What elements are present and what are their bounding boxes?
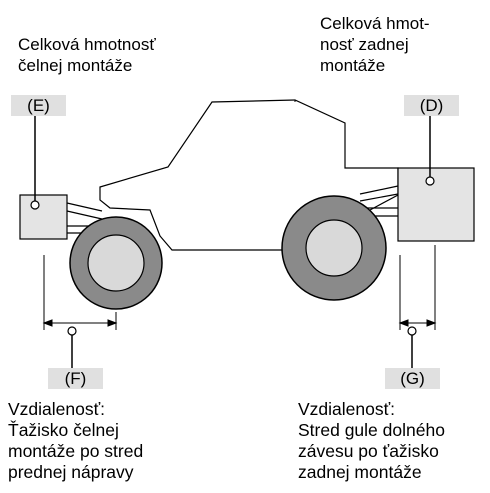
label-f: (F) <box>48 368 103 389</box>
rear-distance-dimension <box>398 245 437 330</box>
label-g: (G) <box>385 368 440 389</box>
rear-distance-caption-line-1: Vzdialenosť: <box>298 399 396 419</box>
front-distance-caption-line-4: prednej nápravy <box>8 462 134 482</box>
front-distance-caption: Vzdialenosť: Ťažisko čelnej montáže po s… <box>8 399 143 483</box>
front-cog-marker <box>30 200 40 210</box>
rear-wheel <box>281 195 387 301</box>
rear-distance-caption-line-4: zadnej montáže <box>298 462 422 482</box>
rear-cog-marker <box>425 176 435 186</box>
front-mass-caption: Celková hmotnosť čelnej montáže <box>18 34 156 76</box>
front-distance-dimension <box>42 255 118 330</box>
rear-mass-caption-line-3: montáže <box>320 56 386 75</box>
label-d: (D) <box>404 95 459 116</box>
label-e: (E) <box>11 95 66 116</box>
rear-distance-marker <box>407 326 417 336</box>
rear-mass-caption-line-2: nosť zadnej <box>320 35 409 54</box>
front-distance-caption-line-1: Vzdialenosť: <box>8 399 106 419</box>
rear-ballast-box <box>397 167 475 242</box>
rear-mass-caption-line-1: Celková hmot- <box>320 14 430 33</box>
rear-mass-caption: Celková hmot- nosť zadnej montáže <box>320 13 430 76</box>
front-distance-caption-line-3: montáže po stred <box>8 441 144 461</box>
front-distance-caption-line-2: Ťažisko čelnej <box>8 420 119 440</box>
front-distance-marker <box>67 326 77 336</box>
rear-distance-caption-line-3: závesu po ťažisko <box>298 441 439 461</box>
front-mass-caption-line-1: Celková hmotnosť <box>18 35 156 54</box>
front-wheel <box>69 216 163 310</box>
rear-distance-caption-line-2: Stred gule dolného <box>298 420 445 440</box>
front-mass-caption-line-2: čelnej montáže <box>18 56 133 75</box>
rear-distance-caption: Vzdialenosť: Stred gule dolného závesu p… <box>298 399 445 483</box>
front-ballast-box <box>19 194 68 240</box>
